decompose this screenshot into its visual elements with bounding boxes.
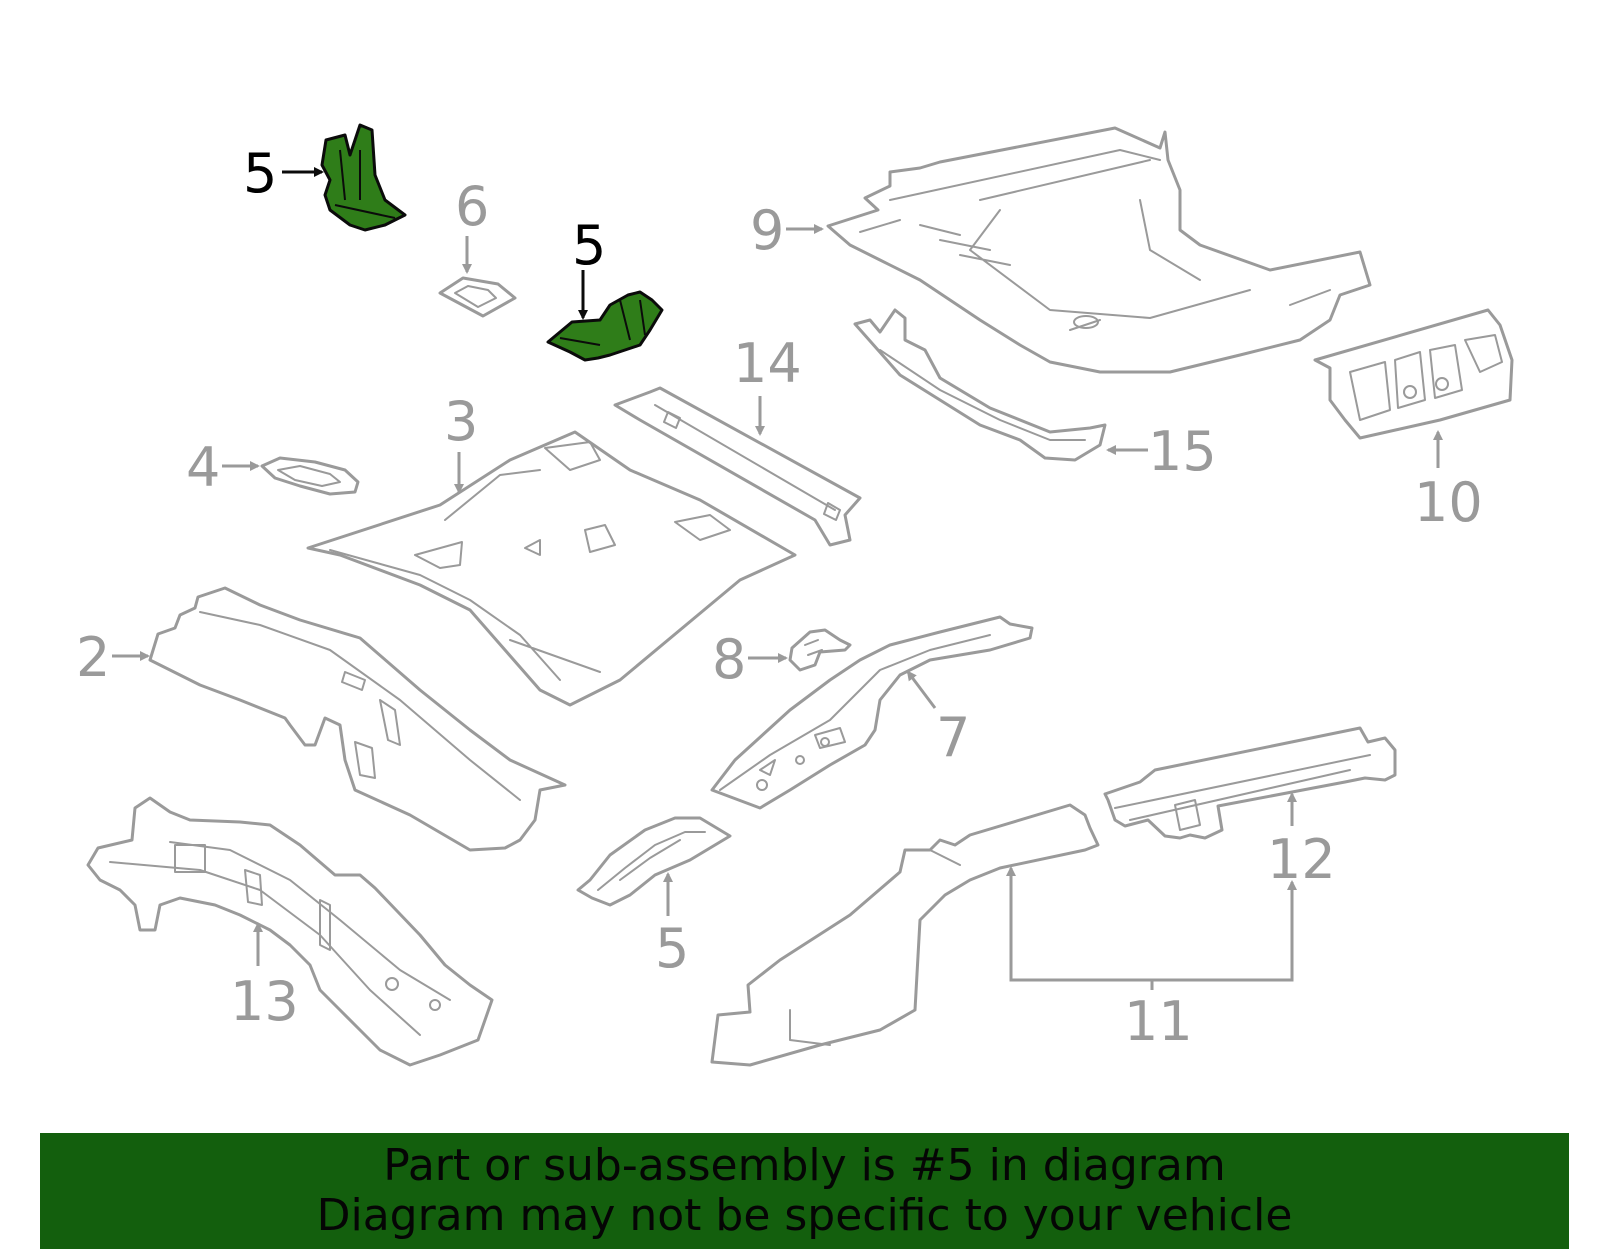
- label-10: 10: [1414, 471, 1483, 534]
- label-13: 13: [230, 970, 299, 1033]
- label-2: 3: [444, 390, 478, 453]
- part-14-reinforcement[interactable]: [613, 386, 862, 547]
- info-banner: Part or sub-assembly is #5 in diagram Di…: [40, 1133, 1569, 1249]
- label-6: 6: [455, 175, 489, 238]
- part-15-cross-member[interactable]: [853, 308, 1107, 462]
- part-2-center-floor-pan[interactable]: [306, 430, 797, 707]
- part-13-side-rail[interactable]: [86, 796, 494, 1067]
- part-10-rear-panel[interactable]: [1313, 308, 1514, 440]
- label-5-center: 5: [572, 214, 606, 277]
- part-9-rear-floor-pan[interactable]: [826, 126, 1372, 374]
- part-3-grommet[interactable]: [260, 456, 360, 496]
- label-9: 9: [750, 199, 784, 262]
- part-8-bracket[interactable]: [788, 628, 852, 672]
- part-5-bracket-left[interactable]: [320, 123, 407, 232]
- part-7-side-member[interactable]: [710, 615, 1034, 810]
- label-8: 8: [712, 628, 746, 691]
- part-4-extension[interactable]: [576, 816, 732, 907]
- label-1: 2: [76, 626, 110, 689]
- label-7: 7: [936, 706, 970, 769]
- part-12-crossmember[interactable]: [1103, 726, 1397, 840]
- part-5-shape: [546, 290, 664, 362]
- label-4: 5: [655, 917, 689, 980]
- label-11: 11: [1124, 990, 1193, 1053]
- label-12: 12: [1267, 828, 1336, 891]
- label-5-left: 5: [243, 142, 277, 205]
- part-6-pad[interactable]: [438, 276, 517, 318]
- part-1-front-floor-pan[interactable]: [148, 586, 567, 852]
- label-15: 15: [1148, 420, 1217, 483]
- part-11-quarter-panel[interactable]: [710, 803, 1100, 1067]
- part-5-shape: [320, 123, 407, 232]
- part-5-bracket-center[interactable]: [546, 290, 664, 362]
- label-3: 4: [186, 436, 220, 499]
- banner-line-1: Part or sub-assembly is #5 in diagram: [383, 1140, 1226, 1191]
- label-14: 14: [733, 332, 802, 395]
- banner-line-2: Diagram may not be specific to your vehi…: [316, 1190, 1293, 1241]
